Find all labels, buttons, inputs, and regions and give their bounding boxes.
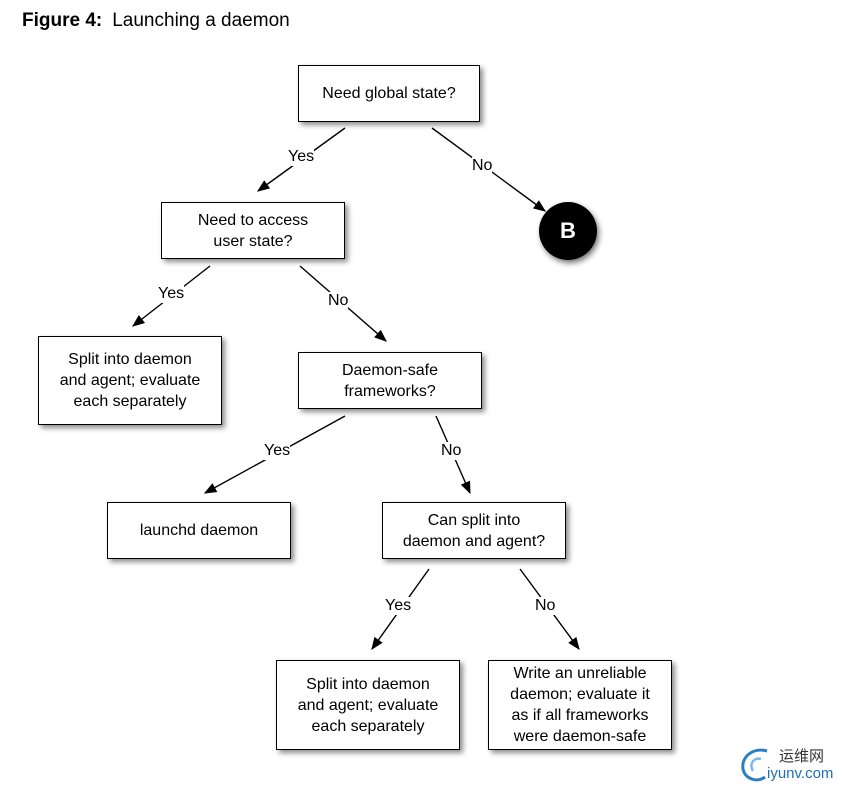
watermark-swirl-icon [741, 748, 768, 782]
node-text-line: Daemon-safe [341, 361, 439, 379]
edge-label-user-yes: Yes [158, 285, 185, 303]
edge-label-split-yes: Yes [385, 597, 412, 615]
node-text-line: Split into daemon [306, 675, 430, 693]
decision-daemon-safe: Daemon-safe frameworks? [298, 352, 482, 409]
figure-number: Figure 4: [22, 10, 103, 31]
figure-caption: Figure 4: Launching a daemon [22, 10, 290, 32]
outcome-split-daemon-agent: Split into daemon and agent; evaluate ea… [38, 336, 222, 425]
node-text-line: were daemon-safe [513, 728, 647, 745]
node-text-line: launchd daemon [139, 522, 259, 539]
watermark-cn: 运维网 [779, 748, 825, 765]
node-text-line: frameworks? [344, 382, 436, 400]
node-text-line: Need to access [197, 211, 309, 229]
node-text-line: Split into daemon [68, 351, 192, 368]
terminal-b: B [539, 202, 597, 260]
node-text-line: each separately [311, 717, 425, 735]
watermark-logo: 运维网 iyunv.com [737, 745, 837, 787]
edge-label-user-no: No [328, 292, 349, 310]
edge-label-global-no: No [472, 157, 493, 175]
node-text-line: each separately [73, 393, 187, 410]
node-text-line: Can split into [427, 511, 521, 529]
decision-can-split: Can split into daemon and agent? [382, 502, 566, 559]
node-text-line: user state? [213, 232, 293, 250]
outcome-launchd-daemon: launchd daemon [107, 502, 291, 559]
node-text-line: daemon and agent? [402, 532, 546, 550]
node-text-line: as if all frameworks [511, 707, 649, 724]
outcome-unreliable-daemon: Write an unreliable daemon; evaluate it … [488, 660, 672, 750]
outcome-split-daemon-agent-2: Split into daemon and agent; evaluate ea… [276, 660, 460, 750]
node-text-line: daemon; evaluate it [510, 686, 650, 703]
node-text-line: Need global state? [322, 85, 456, 102]
figure-title: Launching a daemon [112, 10, 290, 31]
edge-label-safe-yes: Yes [264, 442, 291, 460]
watermark-en: iyunv.com [767, 765, 834, 782]
decision-global-state: Need global state? [298, 65, 480, 122]
edge-label-split-no: No [535, 597, 556, 615]
node-text-line: Write an unreliable [513, 665, 647, 682]
node-text-line: and agent; evaluate [297, 696, 439, 714]
edge-label-safe-no: No [441, 442, 462, 460]
decision-user-state: Need to access user state? [161, 202, 345, 259]
edge-label-global-yes: Yes [288, 148, 315, 166]
node-text-line: and agent; evaluate [59, 372, 201, 389]
